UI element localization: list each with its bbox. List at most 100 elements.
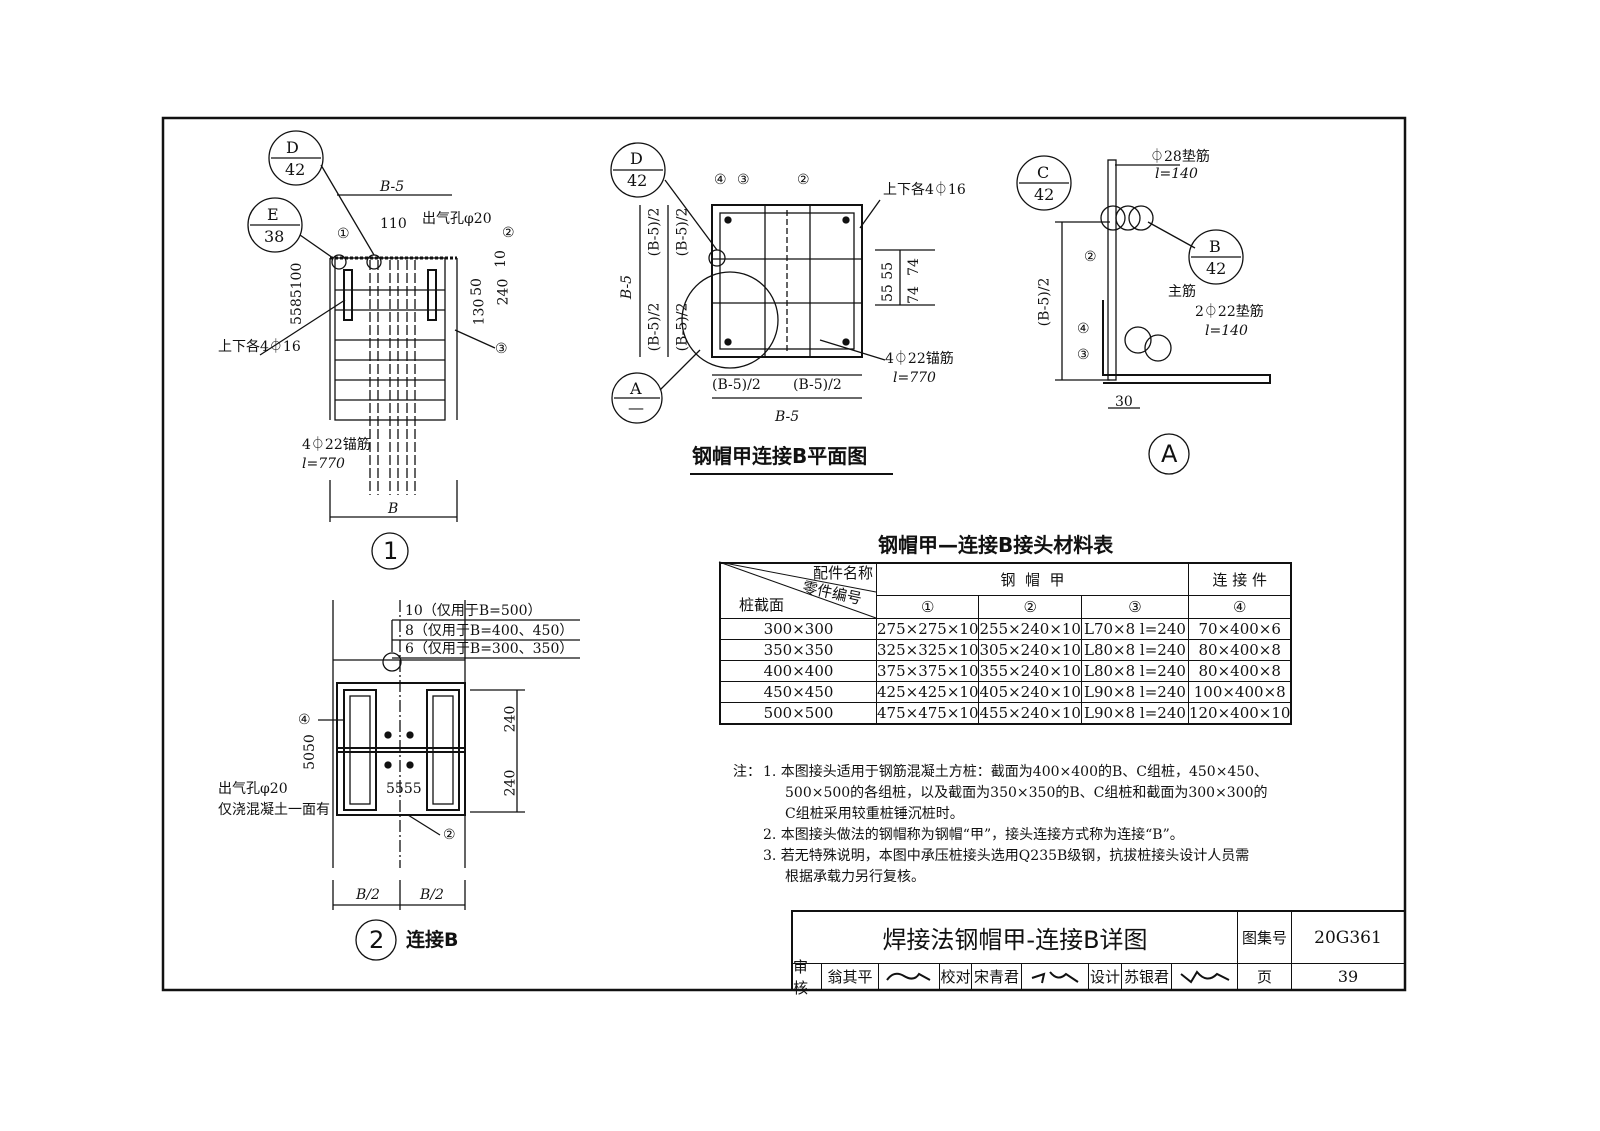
pad22-label: 2⏀22垫筋 xyxy=(1195,304,1264,320)
title-block: 焊接法钢帽甲-连接B详图 图集号 20G361 审核 翁其平 校对 宋青君 设计… xyxy=(791,910,1405,997)
cell: 450×450 xyxy=(719,681,877,703)
part-3: ③ xyxy=(495,341,508,357)
dim-240: 240 xyxy=(495,278,512,306)
plan-dim-half-v2: (B-5)/2 xyxy=(646,302,663,352)
cell: 475×475×10 xyxy=(875,702,980,725)
pad28-length: l=140 xyxy=(1155,166,1198,182)
part-2: ② xyxy=(502,225,515,241)
cell: 120×400×10 xyxy=(1187,702,1292,725)
detail-callout-c-bottom: 42 xyxy=(1034,185,1055,204)
dim-130: 130 xyxy=(471,298,488,326)
note-line: 500×500的各组桩，以及截面为350×350的B、C组桩和截面为300×30… xyxy=(785,785,1268,801)
plan-view xyxy=(610,142,935,475)
view2-elevation xyxy=(318,600,580,961)
cell: 300×300 xyxy=(719,618,877,640)
page-number: 39 xyxy=(1292,964,1405,990)
detail-a xyxy=(1016,155,1271,475)
detail-a-label: A xyxy=(1161,440,1178,468)
review-label: 审核 xyxy=(793,958,822,997)
view2-dim-5555: 5555 xyxy=(386,781,422,797)
callout-d-bottom: 42 xyxy=(285,160,306,179)
design-label: 设计 xyxy=(1089,964,1122,990)
plan-dim-half-v4: (B-5)/2 xyxy=(674,302,691,352)
cell: 80×400×8 xyxy=(1187,639,1292,661)
detail-part-2: ② xyxy=(1084,249,1097,265)
pad22-length: l=140 xyxy=(1205,323,1248,339)
cell: 100×400×8 xyxy=(1187,681,1292,703)
plan-dim-b5-v: B-5 xyxy=(619,274,636,300)
note-line: 根据承载力另行复核。 xyxy=(785,869,925,885)
plan-dim-74b: 74 xyxy=(905,286,922,304)
view2-vent-note: 仅浇混凝土一面有 xyxy=(218,802,330,818)
callout-e-top: E xyxy=(267,205,279,224)
anchor-length: l=770 xyxy=(302,456,345,472)
note-8: 8（仅用于B=400、450） xyxy=(405,623,574,639)
cell: 355×240×10 xyxy=(978,660,1082,682)
view2-vent: 出气孔φ20 xyxy=(218,781,288,797)
plan-part-3: ③ xyxy=(737,172,750,188)
cell: 500×500 xyxy=(719,702,877,725)
material-table: 配件名称 零件编号 桩截面 钢 帽 甲 连 接 件 ① ② ③ ④ 300×30… xyxy=(719,562,1293,725)
plan-part-4: ④ xyxy=(714,172,727,188)
detail-callout-b-top: B xyxy=(1209,237,1221,256)
cell: 405×240×10 xyxy=(978,681,1082,703)
view2-dim-240b: 240 xyxy=(502,769,519,797)
header-steel-cap: 钢 帽 甲 xyxy=(876,562,1189,597)
cell: 375×375×10 xyxy=(875,660,980,682)
page-label: 页 xyxy=(1238,964,1292,990)
note-6: 6（仅用于B=300、350） xyxy=(405,641,574,657)
dim-50: 50 xyxy=(468,278,485,296)
cell: L80×8 l=240 xyxy=(1080,660,1189,682)
drawing-frame xyxy=(161,116,1407,992)
note-10: 10（仅用于B=500） xyxy=(405,603,542,619)
col-header-2: ② xyxy=(978,595,1082,619)
atlas-number: 20G361 xyxy=(1292,912,1405,964)
plan-anchor-length: l=770 xyxy=(893,370,936,386)
detail-part-4: ④ xyxy=(1077,321,1090,337)
detail-dim-30: 30 xyxy=(1115,394,1133,410)
cell: L90×8 l=240 xyxy=(1080,681,1189,703)
corner-part-no: 零件编号 xyxy=(800,577,864,609)
cell: 325×325×10 xyxy=(875,639,980,661)
checker-name: 宋青君 xyxy=(972,964,1022,990)
dim-b: B xyxy=(388,501,399,517)
plan-part-2: ② xyxy=(797,172,810,188)
cell: 80×400×8 xyxy=(1187,660,1292,682)
cell: 350×350 xyxy=(719,639,877,661)
cell: 70×400×6 xyxy=(1187,618,1292,640)
callout-e-bottom: 38 xyxy=(264,227,285,246)
col-header-3: ③ xyxy=(1080,595,1189,619)
detail-dim-half: (B-5)/2 xyxy=(1036,277,1053,327)
cell: 425×425×10 xyxy=(875,681,980,703)
view2-title: 连接B xyxy=(406,929,459,951)
designer-signature xyxy=(1172,964,1238,990)
plan-title: 钢帽甲连接B平面图 xyxy=(692,444,868,468)
notes-label: 注： xyxy=(733,764,761,780)
plan-dim-74a: 74 xyxy=(905,258,922,276)
view2-part-2: ② xyxy=(443,827,456,843)
cell: 275×275×10 xyxy=(875,618,980,640)
anchor-label: 4⏀22锚筋 xyxy=(302,437,371,453)
plan-dim-half-v3: (B-5)/2 xyxy=(674,207,691,257)
checker-signature xyxy=(1022,964,1089,990)
note-line: 1. 本图接头适用于钢筋混凝土方桩：截面为400×400的B、C组桩，450×4… xyxy=(763,764,1269,780)
cell: L90×8 l=240 xyxy=(1080,702,1189,725)
cell: 305×240×10 xyxy=(978,639,1082,661)
cell: 255×240×10 xyxy=(978,618,1082,640)
rebar-label: 上下各4⏀16 xyxy=(218,339,301,355)
designer-name: 苏银君 xyxy=(1122,964,1172,990)
plan-anchor: 4⏀22锚筋 xyxy=(885,351,954,367)
view-number-2: 2 xyxy=(369,926,385,954)
drawing-title: 焊接法钢帽甲-连接B详图 xyxy=(793,912,1238,964)
main-bar-label: 主筋 xyxy=(1168,284,1196,300)
callout-d-top: D xyxy=(286,138,299,157)
view2-dim-5050: 5050 xyxy=(301,734,318,770)
cell: 455×240×10 xyxy=(978,702,1082,725)
plan-dim-half-h1: (B-5)/2 xyxy=(712,377,761,393)
part-1: ① xyxy=(337,226,350,242)
plan-dim-5555: 55 55 xyxy=(880,261,897,303)
